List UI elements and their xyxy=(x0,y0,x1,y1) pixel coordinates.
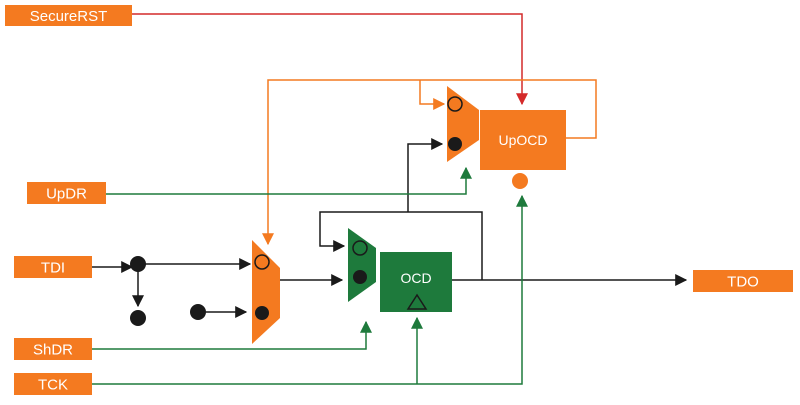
tdo-label: TDO xyxy=(727,274,759,291)
mux-filled-input-icon xyxy=(255,306,269,320)
tdo-label-box: TDO xyxy=(693,270,793,292)
updr-label-box: UpDR xyxy=(27,182,106,204)
ocd-mux xyxy=(348,228,376,302)
upocd-feedback-to-upocd-mux xyxy=(419,80,446,110)
mux-hollow-input-icon xyxy=(254,254,270,270)
upocd-mux xyxy=(447,86,479,162)
mux-hollow-input-icon xyxy=(447,96,463,112)
ocd-label: OCD xyxy=(400,270,431,286)
securerst-label-box: SecureRST xyxy=(5,5,132,26)
mux-filled-input-icon xyxy=(448,137,462,151)
updr-wire xyxy=(106,166,472,195)
tdi-branch-dot xyxy=(130,310,146,326)
tdi-label-box: TDI xyxy=(14,256,92,278)
mux-hollow-input-icon xyxy=(352,240,368,256)
tdi-junction-dot xyxy=(130,256,146,272)
updr-label: UpDR xyxy=(46,186,87,203)
tdi-mux xyxy=(252,240,280,344)
tck-label: TCK xyxy=(38,377,68,394)
clock-triangle-icon xyxy=(406,293,428,310)
ocd-to-upocd-mux-wire xyxy=(407,138,444,212)
shdr-label-box: ShDR xyxy=(14,338,92,360)
upocd-feedback-to-tdi-mux xyxy=(262,79,597,246)
tdi-label: TDI xyxy=(41,260,65,277)
securerst-label: SecureRST xyxy=(30,8,108,25)
shdr-wire xyxy=(92,320,372,350)
mux-filled-input-icon xyxy=(353,270,367,284)
tck-wire xyxy=(92,194,528,385)
ocd-block: OCD xyxy=(380,252,452,312)
upocd-block: UpOCD xyxy=(480,110,566,189)
upocd-label: UpOCD xyxy=(498,132,547,148)
securerst-wire xyxy=(132,13,528,106)
tck-label-box: TCK xyxy=(14,373,92,395)
shdr-label: ShDR xyxy=(33,342,73,359)
upocd-clock-bubble-icon xyxy=(512,173,528,189)
ocd-feedback-wire xyxy=(319,211,483,280)
aux-input-dot xyxy=(190,304,206,320)
